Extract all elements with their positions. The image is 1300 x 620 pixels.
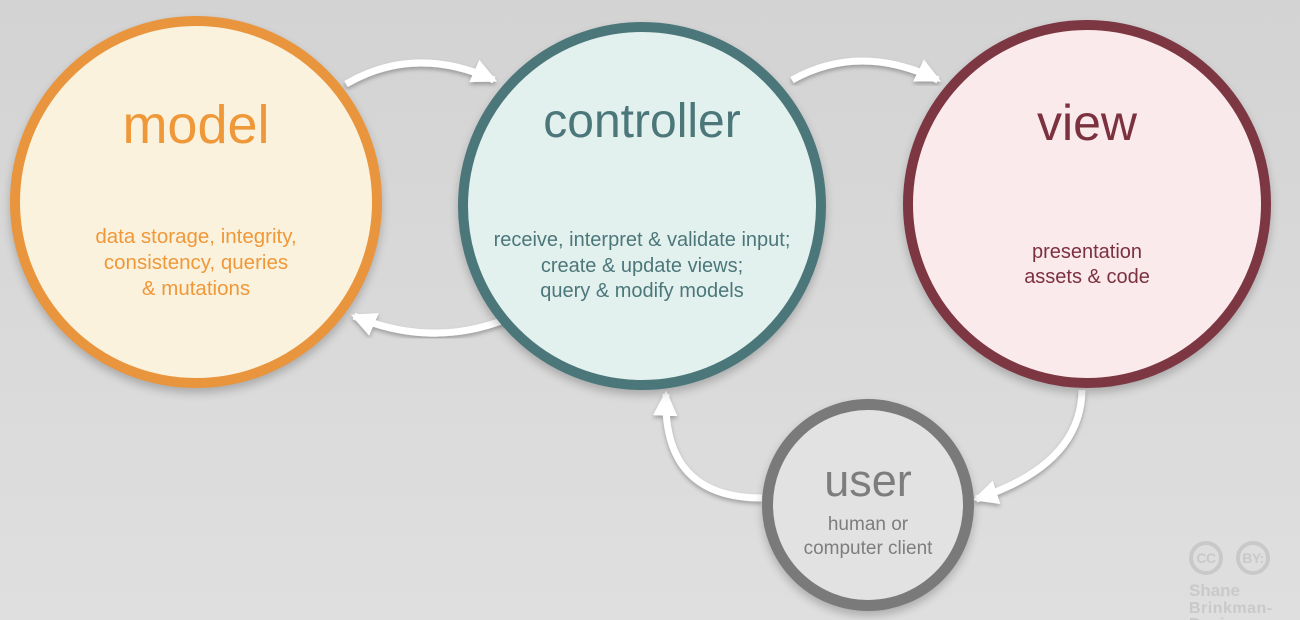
- arrow-model-to-controller: [344, 59, 498, 88]
- arrow-view-to-user: [972, 389, 1086, 504]
- model-title: model: [122, 95, 270, 155]
- model-description: data storage, integrity, consistency, qu…: [95, 225, 297, 300]
- license-badges: CC BY:: [1189, 541, 1300, 575]
- arrow-controller-to-model: [350, 312, 506, 337]
- view-circle: view presentation assets & code: [903, 20, 1271, 388]
- arrow-controller-to-view: [790, 57, 942, 84]
- user-circle: user human or computer client: [762, 399, 974, 611]
- user-title: user: [824, 455, 912, 506]
- controller-description: receive, interpret & validate input; cre…: [493, 229, 791, 302]
- view-title: view: [1036, 95, 1138, 151]
- model-circle: model data storage, integrity, consisten…: [10, 16, 382, 388]
- attribution-author: Shane Brinkman-Davis: [1189, 581, 1273, 620]
- license-attribution: CC BY: Shane Brinkman-Davis: [1189, 541, 1300, 620]
- controller-circle: controller receive, interpret & validate…: [458, 22, 826, 390]
- user-description: human or computer client: [803, 514, 933, 559]
- cc-by-icon: BY:: [1236, 541, 1270, 575]
- arrow-user-to-controller: [652, 390, 763, 502]
- controller-title: controller: [543, 95, 741, 148]
- view-description: presentation assets & code: [1024, 241, 1150, 288]
- cc-icon: CC: [1189, 541, 1223, 575]
